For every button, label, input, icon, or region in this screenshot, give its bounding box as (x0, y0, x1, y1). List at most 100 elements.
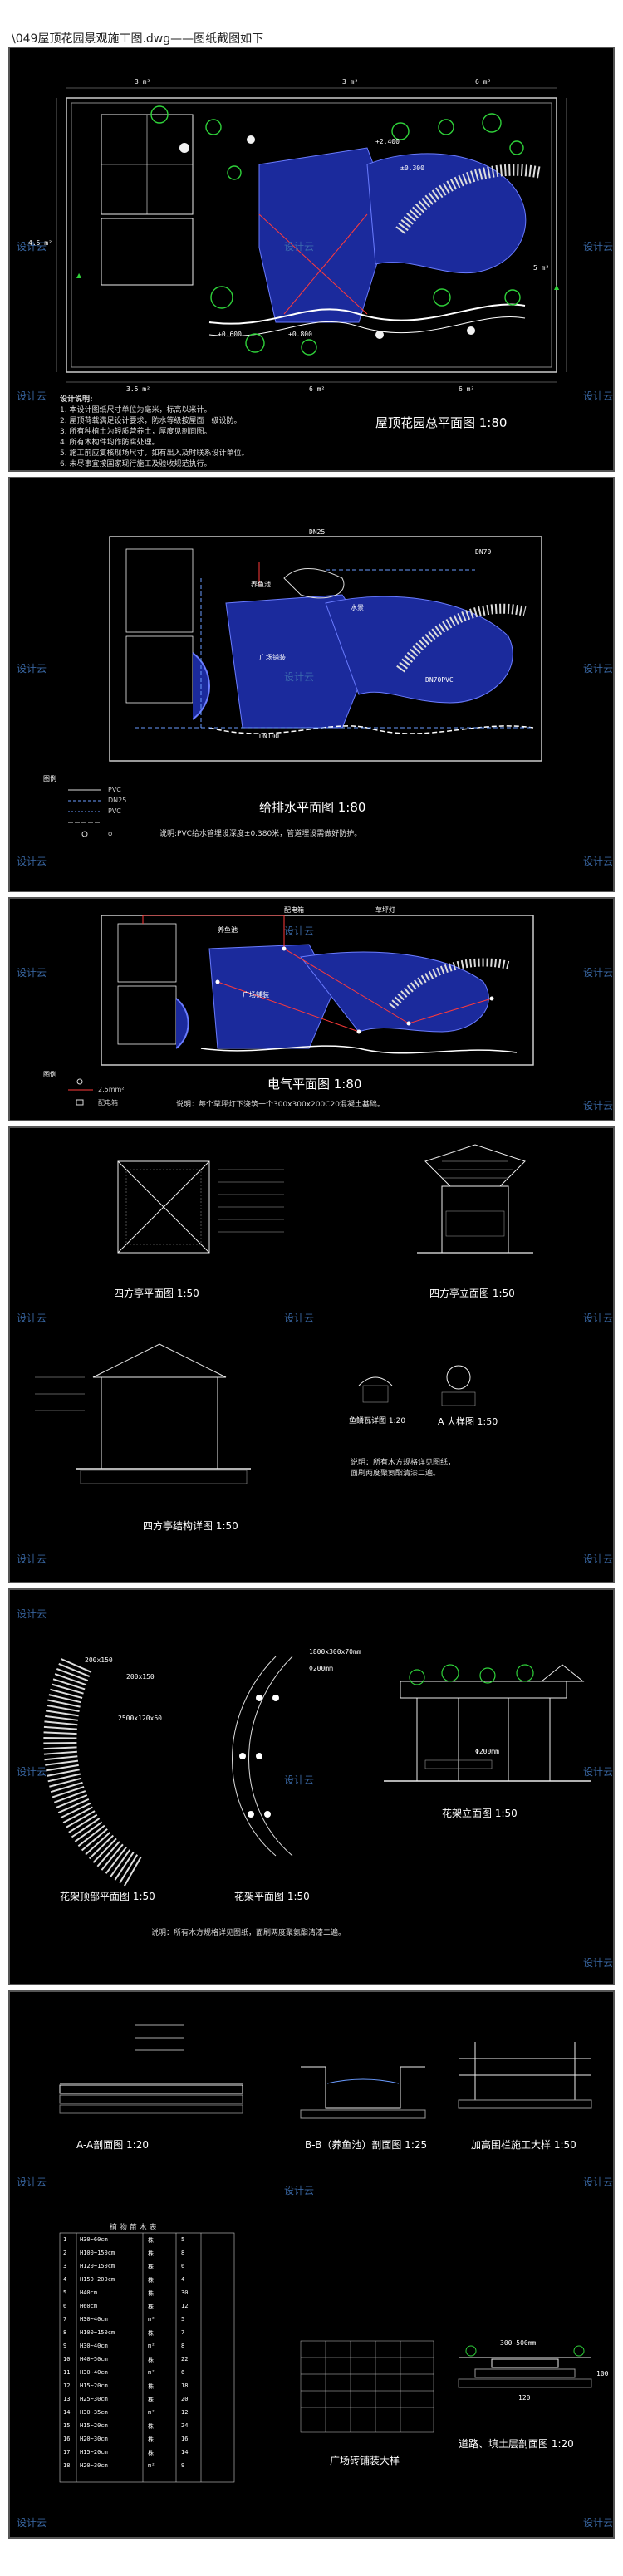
plant-table-cell: 株 (148, 2264, 154, 2270)
label-area-3: 6 m² (475, 78, 492, 86)
plant-table-cell: 8 (63, 2329, 67, 2336)
plant-table-cell: H60cm (80, 2303, 98, 2309)
plant-table-cell: 株 (148, 2290, 154, 2297)
dim-beam: 2500x120x60 (118, 1715, 162, 1722)
legend-item-phi: φ (108, 830, 113, 837)
watermark: 设计云 (284, 1313, 315, 1324)
caption-electrical-plan: 电气平面图 1:80 (267, 1077, 362, 1092)
plant-table-cell: 20 (181, 2396, 189, 2402)
caption-water-plan: 给排水平面图 1:80 (259, 800, 366, 815)
legend-title: 图例 (43, 775, 56, 783)
plant-table-cell: H40~50cm (80, 2356, 108, 2363)
plant-table-cell: H15~20cm (80, 2422, 108, 2429)
legend-item-pvc: PVC (108, 786, 121, 793)
plant-table-cell: 7 (181, 2329, 185, 2336)
plant-table-cell: m² (148, 2409, 155, 2416)
plant-table-cell: 22 (181, 2356, 189, 2363)
label-area-5: 4.5 m² (28, 239, 52, 247)
plant-table-cell: H120~150cm (80, 2263, 115, 2269)
plant-table-cell: 16 (63, 2436, 71, 2442)
dim-road-width: 300~500mm (500, 2339, 537, 2347)
note-water: 说明:PVC给水管埋设深度±0.380米，管道埋设需做好防护。 (159, 830, 362, 838)
caption-master-plan: 屋顶花园总平面图 1:80 (375, 415, 508, 430)
plant-table-cell: 18 (181, 2382, 189, 2389)
watermark: 设计云 (17, 856, 47, 867)
plant-table-cell: m² (148, 2343, 155, 2349)
plant-table-cell: 5 (181, 2236, 185, 2243)
plant-table-cell: 2 (63, 2250, 67, 2256)
master-plan-drawing: ▲▲ (56, 87, 567, 383)
water-plan-drawing (68, 536, 542, 837)
plant-table-cell: H100~150cm (80, 2250, 115, 2256)
watermark: 设计云 (284, 1774, 315, 1786)
watermark: 设计云 (284, 241, 315, 253)
plant-table-cell: 6 (63, 2303, 67, 2309)
watermark: 设计云 (583, 1957, 614, 1969)
plant-table-cell: H30~40cm (80, 2369, 108, 2376)
plant-table-cell: H15~20cm (80, 2449, 108, 2456)
label-elev-2: ±0.300 (400, 164, 424, 172)
label-dn100: DN100 (259, 733, 280, 740)
plant-table-cell: 株 (148, 2277, 154, 2284)
note-5: 5. 施工前应复核现场尺寸，如有出入及时联系设计单位。 (60, 449, 249, 458)
page-title: \049屋顶花园景观施工图.dwg——图纸截图如下 (12, 32, 264, 46)
plant-table-cell: 13 (63, 2396, 71, 2402)
plant-table-cell: 株 (148, 2436, 154, 2443)
watermark: 设计云 (17, 241, 47, 253)
pergola-drawing (43, 1656, 591, 1887)
plant-table-cell: 株 (148, 2250, 154, 2257)
plant-table-cell: 6 (181, 2263, 185, 2269)
plant-table-cell: m² (148, 2316, 155, 2323)
watermark: 设计云 (17, 1608, 47, 1620)
watermark: 设计云 (17, 2176, 47, 2188)
watermark: 设计云 (284, 2185, 315, 2196)
plant-table-cell: H30~35cm (80, 2409, 108, 2416)
plant-table-cell: 3 (63, 2263, 67, 2269)
sheet-electrical-plan: 养鱼池 广场铺装 配电箱 草坪灯 图例 2.5mm² 配电箱 电气平面图 1:8… (8, 897, 615, 1121)
plant-table-cell: 7 (63, 2316, 67, 2323)
watermark: 设计云 (17, 967, 47, 979)
legend-item-cable: 2.5mm² (98, 1086, 125, 1093)
label-dn70: DN70 (475, 548, 492, 556)
plant-table-cell: H15~20cm (80, 2382, 108, 2389)
plant-table-cell: 5 (63, 2289, 67, 2296)
watermark: 设计云 (17, 1553, 47, 1565)
sheet-master-plan: ▲▲ 3 m² 3 m² 6 m² 6 m² 4.5 m² 5 m² 3.5 m… (8, 47, 615, 472)
plant-table-cell: 株 (148, 2383, 154, 2390)
plant-table-cell: H20~30cm (80, 2436, 108, 2442)
plant-table-cell: 11 (63, 2369, 71, 2376)
caption-section-bb: B-B（养鱼池）剖面图 1:25 (305, 2139, 428, 2151)
sheet-details: A-A剖面图 1:20 B-B（养鱼池）剖面图 1:25 加高围栏施工大样 1:… (8, 1990, 615, 2539)
plant-table-cell: 4 (181, 2276, 185, 2283)
plant-table-cell: 1 (63, 2236, 67, 2243)
plant-table-cell: 24 (181, 2422, 189, 2429)
legend-item-pvc-2: PVC (108, 807, 121, 815)
plant-table-cell: 18 (63, 2462, 71, 2469)
plant-table-cell: 株 (148, 2330, 154, 2337)
svg-text:▲: ▲ (76, 272, 82, 279)
note-6: 6. 未尽事宜按国家现行施工及验收规范执行。 (60, 460, 212, 469)
caption-fish-scale-tile: 鱼鳞瓦详图 1:20 (349, 1417, 406, 1425)
sheet-water-plan: 养鱼池 DN70 DN70PVC DN100 DN25 广场铺装 水景 图例 P… (8, 477, 615, 892)
plant-table-cell: 株 (148, 2397, 154, 2403)
note-electrical: 说明：每个草坪灯下浇筑一个300x300x200C20混凝土基础。 (176, 1101, 385, 1109)
label-dn70pvc: DN70PVC (425, 676, 454, 684)
dim-200x150-a: 200x150 (85, 1656, 113, 1664)
plant-table-cell: 14 (63, 2409, 71, 2416)
label-dn25: DN25 (309, 528, 326, 536)
caption-pergola-plan: 花架平面图 1:50 (234, 1891, 310, 1902)
plant-table-cell: 株 (148, 2423, 154, 2430)
dim-200x150-b: 200x150 (126, 1673, 155, 1681)
label-elev-4: +2.400 (375, 138, 400, 145)
note-1: 1. 本设计图纸尺寸单位为毫米，标高以米计。 (60, 406, 212, 415)
watermark: 设计云 (17, 663, 47, 675)
label-plaza: 广场铺装 (243, 991, 269, 999)
plant-table-cell: 12 (63, 2382, 71, 2389)
label-area-7: 3.5 m² (126, 385, 150, 393)
watermark: 设计云 (583, 390, 614, 402)
label-area-2: 3 m² (342, 78, 359, 86)
plant-table-cell: m² (148, 2369, 155, 2376)
note-4: 4. 所有木构件均作防腐处理。 (60, 439, 159, 447)
plant-table-cell: H20~30cm (80, 2462, 108, 2469)
watermark: 设计云 (583, 1553, 614, 1565)
